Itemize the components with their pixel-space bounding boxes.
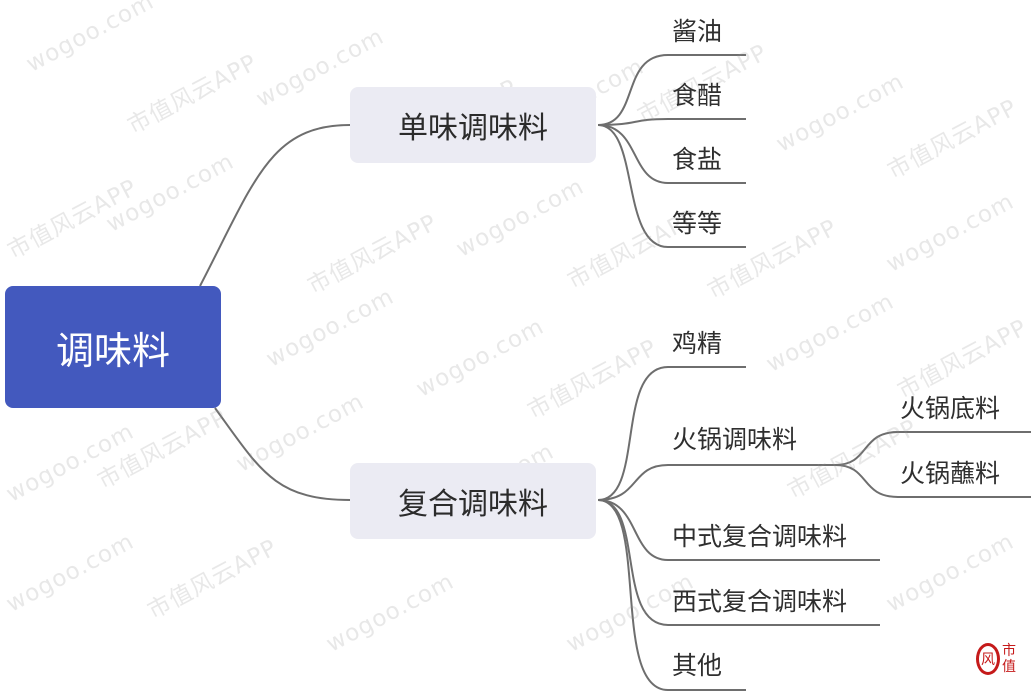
connector-root-to-single [199, 124, 351, 287]
leaf-node-western-compound[interactable]: 西式复合调味料 [672, 587, 848, 616]
leaf-node-chinese-compound[interactable]: 中式复合调味料 [672, 522, 848, 551]
connector-to-hotpot-base [834, 431, 1031, 466]
connector-root-to-compound [214, 407, 351, 501]
branch-node-label: 单味调味料 [398, 111, 548, 146]
connector-to-vinegar [597, 118, 746, 126]
branch-node-compound[interactable]: 复合调味料 [350, 463, 596, 539]
connector-to-chinese-compound [597, 499, 880, 561]
leaf-node-vinegar[interactable]: 食醋 [672, 81, 723, 110]
leaf-node-etc[interactable]: 等等 [672, 209, 723, 238]
brand-logo-text: 市值 [1002, 643, 1016, 675]
connector-to-etc [597, 124, 746, 248]
leaf-node-hotpot-base[interactable]: 火锅底料 [900, 394, 1001, 423]
leaf-node-chicken-essence[interactable]: 鸡精 [672, 329, 723, 358]
brand-logo: 风 市值 [976, 636, 1024, 682]
root-node-label: 调味料 [55, 328, 170, 373]
connector-to-chicken-essence [597, 366, 746, 501]
branch-node-label: 复合调味料 [398, 487, 548, 522]
leaf-node-hotpot-dip[interactable]: 火锅蘸料 [900, 459, 1001, 488]
brand-logo-mark: 风 [976, 643, 1000, 675]
branch-node-single[interactable]: 单味调味料 [350, 87, 596, 163]
leaf-node-hotpot-seasoning[interactable]: 火锅调味料 [672, 425, 798, 454]
connector-to-salt [597, 124, 746, 184]
connector-to-other [597, 499, 746, 691]
connector-to-hotpot-dip [834, 464, 1031, 498]
connector-to-soy-sauce [597, 54, 746, 126]
leaf-node-salt[interactable]: 食盐 [672, 145, 723, 174]
connector-to-hotpot [597, 464, 835, 501]
leaf-node-other[interactable]: 其他 [672, 651, 723, 680]
leaf-node-soy-sauce[interactable]: 酱油 [672, 17, 723, 46]
root-node[interactable]: 调味料 [5, 286, 221, 408]
